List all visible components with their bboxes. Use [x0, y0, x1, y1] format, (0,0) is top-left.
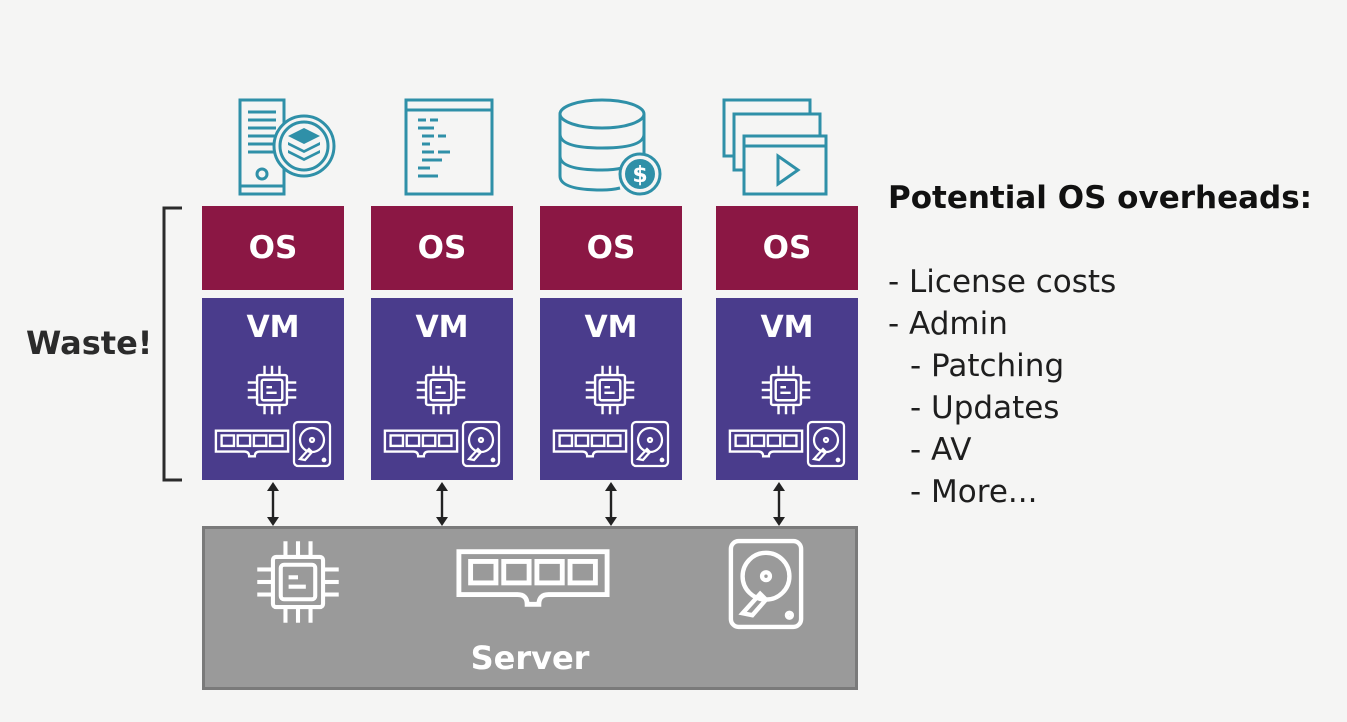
server-stack-icon [238, 98, 336, 196]
cpu-icon [413, 362, 469, 418]
os-block: OS [202, 206, 344, 290]
vm-label: VM [760, 310, 814, 345]
ram-icon [455, 547, 611, 611]
cpu-icon [758, 362, 814, 418]
overhead-item: - Updates [910, 390, 1060, 426]
ram-icon [214, 426, 290, 462]
overhead-item: - License costs [888, 264, 1117, 300]
ram-icon [552, 426, 628, 462]
vm-label: VM [584, 310, 638, 345]
overheads-title: Potential OS overheads: [888, 180, 1313, 216]
double-arrow-icon [436, 482, 448, 526]
ram-icon [383, 426, 459, 462]
os-block: OS [371, 206, 513, 290]
overhead-item: - Patching [910, 348, 1065, 384]
vm-block: VM [371, 298, 513, 480]
cpu-icon [582, 362, 638, 418]
database-dollar-icon: $ [558, 98, 662, 196]
waste-label: Waste! [26, 324, 153, 362]
overhead-item: - AV [910, 432, 972, 468]
ram-icon [728, 426, 804, 462]
vm-label: VM [246, 310, 300, 345]
double-arrow-icon [605, 482, 617, 526]
server-label: Server [470, 639, 590, 677]
server-block: Server [202, 526, 858, 690]
cpu-icon [251, 535, 345, 629]
hard-disk-icon [630, 420, 670, 468]
hard-disk-icon [727, 537, 805, 631]
double-arrow-icon [267, 482, 279, 526]
cpu-icon [244, 362, 300, 418]
os-block: OS [716, 206, 858, 290]
overhead-item: - Admin [888, 306, 1008, 342]
hard-disk-icon [292, 420, 332, 468]
double-arrow-icon [773, 482, 785, 526]
os-block: OS [540, 206, 682, 290]
vm-block: VM [202, 298, 344, 480]
overhead-item: - More... [910, 474, 1038, 510]
code-document-icon [404, 98, 494, 196]
hard-disk-icon [806, 420, 846, 468]
hard-disk-icon [461, 420, 501, 468]
vm-label: VM [415, 310, 469, 345]
vm-block: VM [716, 298, 858, 480]
svg-text:$: $ [632, 163, 647, 188]
waste-bracket [162, 206, 182, 482]
vm-block: VM [540, 298, 682, 480]
video-windows-icon [722, 98, 828, 196]
